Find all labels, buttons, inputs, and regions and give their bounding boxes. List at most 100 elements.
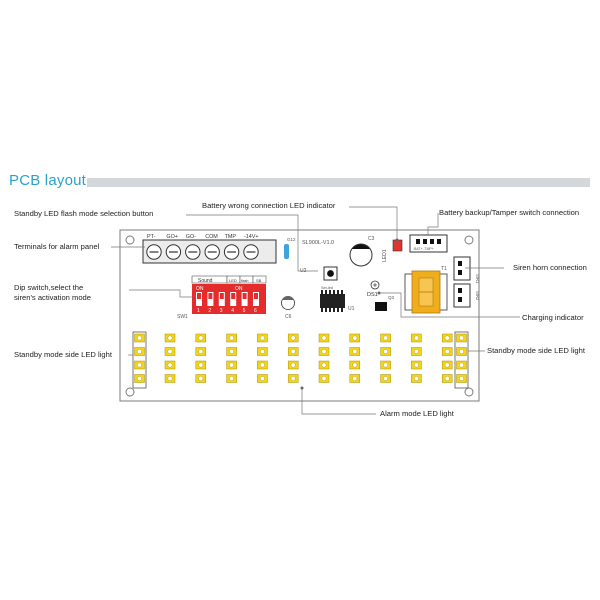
led-light xyxy=(380,360,391,370)
led-light xyxy=(226,374,237,383)
callout-dots xyxy=(300,238,399,390)
terminal-block: PT- GO+ GO- COM TMP -14V+ xyxy=(142,234,277,264)
terminal-label: -14V+ xyxy=(244,234,259,240)
led-light xyxy=(441,360,453,370)
c3-label: C3 xyxy=(368,236,375,242)
label-dip-switch-line2: siren's activation mode xyxy=(14,293,92,302)
led-light xyxy=(257,360,268,370)
led-light xyxy=(411,374,422,383)
led-light xyxy=(441,333,453,343)
led-light xyxy=(318,360,330,370)
siren-connectors xyxy=(453,256,471,308)
terminal-label: COM xyxy=(205,234,218,240)
led-light xyxy=(349,360,361,370)
led-light xyxy=(456,347,467,356)
led-light xyxy=(164,347,176,356)
led-light xyxy=(226,333,237,343)
led-light xyxy=(456,360,467,370)
led-light xyxy=(411,333,422,343)
led-light xyxy=(226,360,237,370)
led-light xyxy=(195,374,207,383)
left-side-led-column xyxy=(132,331,147,389)
cap-side-label: G12 xyxy=(287,237,296,242)
led-light xyxy=(226,347,237,356)
led-light xyxy=(164,360,176,370)
led-light xyxy=(318,333,330,343)
led-light xyxy=(134,374,145,383)
t1-label: T1 xyxy=(441,266,447,272)
led-light xyxy=(380,374,391,383)
led-light xyxy=(195,333,207,343)
led-light xyxy=(411,347,422,356)
led-light xyxy=(349,374,361,383)
transistor-q3 xyxy=(375,302,387,311)
led-light xyxy=(441,347,453,356)
led-light xyxy=(164,374,176,383)
dip-header-flash: flash xyxy=(241,279,248,283)
led-light xyxy=(349,333,361,343)
page-title: PCB layout xyxy=(9,172,87,189)
ic-u1 xyxy=(320,290,345,312)
siren-bottom-label: SIR2 xyxy=(475,291,480,301)
led-light xyxy=(195,347,207,356)
terminal-label: GO- xyxy=(186,234,196,240)
dip-number: 2 xyxy=(208,308,211,314)
dip-number: 3 xyxy=(220,308,223,314)
led-light xyxy=(257,347,268,356)
label-battery-wrong-led: Battery wrong connection LED indicator xyxy=(202,201,336,210)
label-alarm-mode-led: Alarm mode LED light xyxy=(380,409,454,418)
led-light xyxy=(257,333,268,343)
c6-label: C6 xyxy=(285,314,292,320)
title-underline-bar xyxy=(87,178,590,187)
led-light xyxy=(134,360,145,370)
led-light xyxy=(318,374,330,383)
battery-wrong-led xyxy=(392,239,403,252)
callout-lines xyxy=(111,206,520,415)
led-light xyxy=(195,360,207,370)
board-model-label: SL900L-V1.0 xyxy=(302,240,334,246)
led-light xyxy=(287,374,299,383)
dip-on-label: ON xyxy=(196,286,204,292)
led-light xyxy=(380,347,391,356)
led-light xyxy=(318,347,330,356)
batt-header-label: -BAT+ -TMP+ xyxy=(413,247,434,251)
label-battery-tamper-connection: Battery backup/Tamper switch connection xyxy=(439,208,580,217)
capacitor-c3 xyxy=(349,243,373,267)
led-light xyxy=(349,347,361,356)
led1-label: LED1 xyxy=(382,249,388,262)
terminal-label: TMP xyxy=(225,234,237,240)
transformer-t1 xyxy=(404,270,448,314)
label-standby-flash-button: Standby LED flash mode selection button xyxy=(14,209,154,218)
label-terminals-alarm-panel: Terminals for alarm panel xyxy=(14,242,100,251)
dip-header-led: LED xyxy=(229,278,237,283)
dip-number: 1 xyxy=(197,308,200,314)
led-light xyxy=(287,347,299,356)
terminal-label: GO+ xyxy=(166,234,178,240)
led-light xyxy=(287,333,299,343)
led-light xyxy=(441,374,453,383)
led-light xyxy=(287,360,299,370)
led-light xyxy=(456,374,467,383)
label-standby-side-left: Standby mode side LED light xyxy=(14,350,112,359)
dip-number: 6 xyxy=(254,308,257,314)
u1-label: U1 xyxy=(348,306,355,312)
dip-number: 4 xyxy=(231,308,234,314)
terminal-label: PT- xyxy=(147,234,156,240)
siren-top-label: SIR1 xyxy=(475,274,480,284)
led-light xyxy=(456,333,467,343)
dip-number: 5 xyxy=(243,308,246,314)
led-light xyxy=(411,360,422,370)
led-light xyxy=(134,347,145,356)
led-light xyxy=(380,333,391,343)
label-standby-side-right: Standby mode side LED light xyxy=(487,346,585,355)
label-charging-indicator: Charging indicator xyxy=(522,313,584,322)
label-dip-switch-line1: Dip switch,select the xyxy=(14,283,84,292)
dip-header-sb: SB xyxy=(256,278,262,283)
mounting-holes xyxy=(125,235,474,397)
alarm-led-grid xyxy=(164,333,453,383)
right-side-led-column xyxy=(454,331,469,389)
led-light xyxy=(134,333,145,343)
blue-capacitor xyxy=(284,244,289,259)
